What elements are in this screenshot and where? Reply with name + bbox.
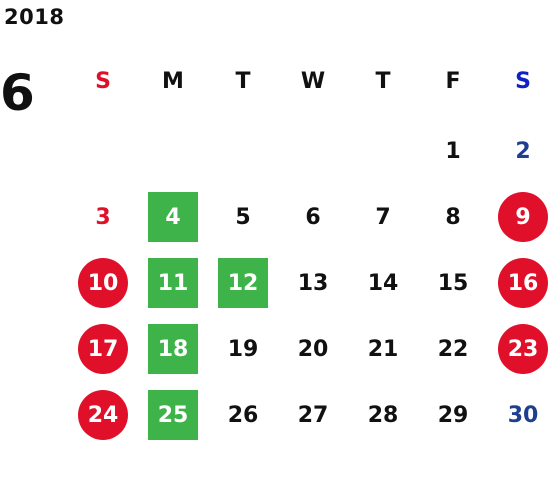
- day-number: 23: [498, 324, 548, 374]
- day-cell: 7: [348, 184, 418, 250]
- day-cell: 17: [68, 316, 138, 382]
- day-cell: 20: [278, 316, 348, 382]
- day-number: 5: [235, 204, 251, 230]
- day-cell: 25: [138, 382, 208, 448]
- day-cell: 30: [488, 382, 548, 448]
- calendar-month: 6: [0, 64, 35, 122]
- day-cell: 10: [68, 250, 138, 316]
- day-number: 15: [437, 270, 469, 296]
- weekday-label-saturday: S: [515, 69, 531, 94]
- day-number: 27: [297, 402, 329, 428]
- day-number: 18: [148, 324, 198, 374]
- day-cell: 3: [68, 184, 138, 250]
- day-cell: 8: [418, 184, 488, 250]
- day-cell: 22: [418, 316, 488, 382]
- day-number: 17: [78, 324, 128, 374]
- day-number: 3: [95, 204, 111, 230]
- day-cell: 26: [208, 382, 278, 448]
- day-cell: 18: [138, 316, 208, 382]
- day-number: 11: [148, 258, 198, 308]
- day-cell: 12: [208, 250, 278, 316]
- day-number: 26: [227, 402, 259, 428]
- day-cell: 11: [138, 250, 208, 316]
- day-number: 2: [515, 138, 531, 164]
- day-number: 10: [78, 258, 128, 308]
- day-number: 13: [297, 270, 329, 296]
- day-cell: 5: [208, 184, 278, 250]
- day-cell: 9: [488, 184, 548, 250]
- day-cell: 1: [418, 118, 488, 184]
- day-cell: 16: [488, 250, 548, 316]
- day-number: 21: [367, 336, 399, 362]
- day-cell: 6: [278, 184, 348, 250]
- weekday-label-wednesday: W: [300, 69, 326, 94]
- weekday-label-thursday: T: [375, 69, 391, 94]
- day-cell: 27: [278, 382, 348, 448]
- day-cell: 14: [348, 250, 418, 316]
- day-number: 25: [148, 390, 198, 440]
- weekday-label-sunday: S: [95, 69, 111, 94]
- day-number: 7: [375, 204, 391, 230]
- day-cell: 29: [418, 382, 488, 448]
- day-number: 9: [498, 192, 548, 242]
- day-number: 24: [78, 390, 128, 440]
- day-number: 4: [148, 192, 198, 242]
- day-cell: 24: [68, 382, 138, 448]
- day-cell: 23: [488, 316, 548, 382]
- day-number: 6: [305, 204, 321, 230]
- day-number: 28: [367, 402, 399, 428]
- day-number: 14: [367, 270, 399, 296]
- day-cell: 2: [488, 118, 548, 184]
- day-number: 16: [498, 258, 548, 308]
- calendar-year: 2018: [4, 5, 65, 29]
- day-number: 29: [437, 402, 469, 428]
- day-cell: 19: [208, 316, 278, 382]
- day-cell: 13: [278, 250, 348, 316]
- day-number: 8: [445, 204, 461, 230]
- day-cell: 4: [138, 184, 208, 250]
- day-number: 12: [218, 258, 268, 308]
- day-cell: 21: [348, 316, 418, 382]
- weekday-label-monday: M: [162, 69, 184, 94]
- day-cell: 15: [418, 250, 488, 316]
- day-number: 1: [445, 138, 461, 164]
- day-number: 19: [227, 336, 259, 362]
- weekday-label-friday: F: [445, 69, 461, 94]
- day-number: 22: [437, 336, 469, 362]
- weekday-label-tuesday: T: [235, 69, 251, 94]
- day-number: 30: [507, 402, 539, 428]
- day-number: 20: [297, 336, 329, 362]
- day-cell: 28: [348, 382, 418, 448]
